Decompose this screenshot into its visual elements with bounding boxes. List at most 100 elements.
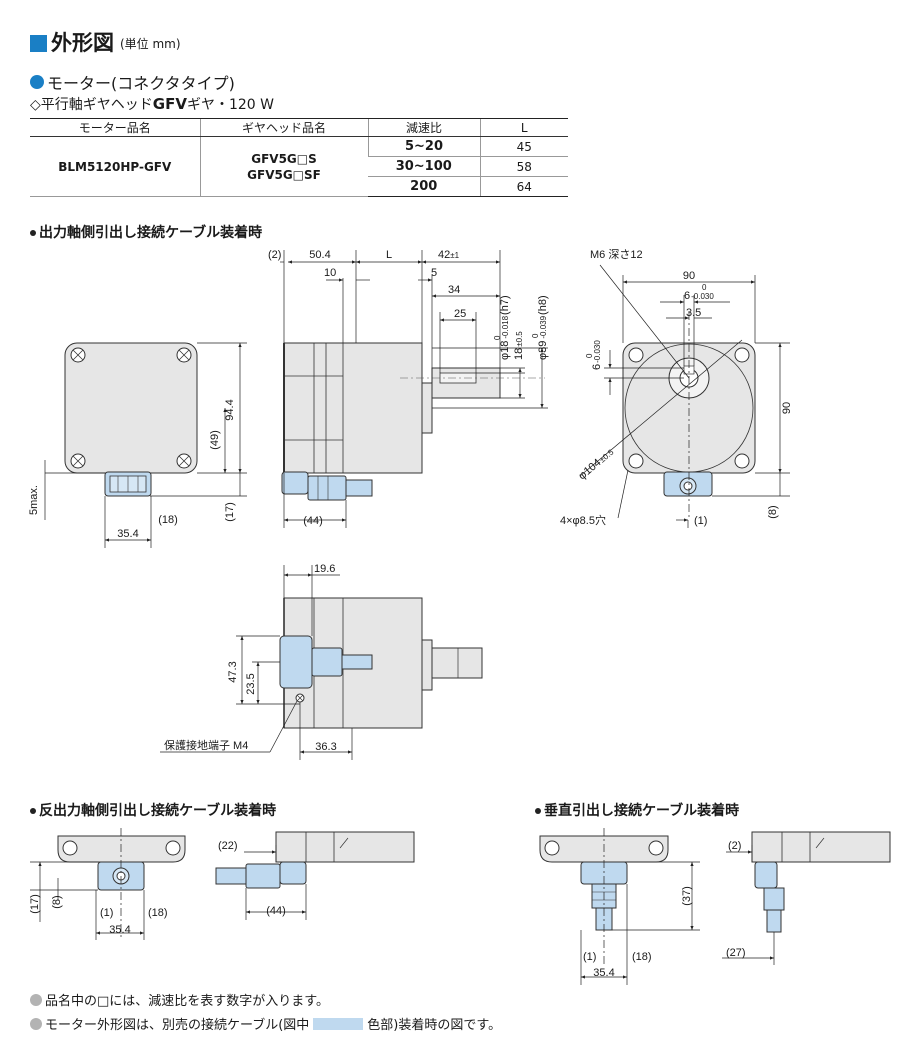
dim-phi104-group: φ104±0.5 bbox=[576, 446, 616, 483]
bullet-icon bbox=[30, 808, 36, 814]
dim-90-top: 90 bbox=[683, 270, 695, 282]
dim-50-4: 50.4 bbox=[309, 249, 330, 261]
dim-5: 5 bbox=[431, 267, 437, 279]
header-l: L bbox=[479, 118, 568, 137]
cable-icon bbox=[281, 471, 373, 501]
connector-icon bbox=[663, 471, 713, 497]
spec-table: モーター品名 ギヤヘッド品名 減速比 L BLM5120HP-GFV GFV5G… bbox=[30, 118, 568, 197]
header-ratio: 減速比 bbox=[367, 118, 480, 137]
section-reverse-side: 反出力軸側引出し接続ケーブル装着時 bbox=[30, 800, 276, 820]
dim-23-5: 23.5 bbox=[245, 673, 257, 694]
dim-18-value: 18 bbox=[513, 348, 525, 360]
side-view: (2) 50.4 L 42±1 10 5 34 25 φ18-0.018(h7)… bbox=[268, 249, 549, 528]
section-vertical-label: 垂直引出し接続ケーブル装着時 bbox=[544, 803, 740, 819]
dim-47-3: 47.3 bbox=[227, 661, 239, 682]
dim-18-tol-text: 18±0.5 bbox=[513, 331, 525, 360]
section-output-side: 出力軸側引出し接続ケーブル装着時 bbox=[30, 222, 262, 242]
flange-view: M6 深さ12 90 6-0.030 0 3.5 6-0.030 0 90 φ1… bbox=[560, 248, 793, 528]
dim-phi39-zero: 0 bbox=[531, 333, 540, 338]
vertical-front-view: (37) (1) (18) 35.4 bbox=[539, 828, 700, 985]
ground-terminal-icon bbox=[295, 693, 305, 703]
gray-dot-icon bbox=[30, 1017, 42, 1030]
bullet-icon bbox=[30, 230, 36, 236]
dim-22: (22) bbox=[218, 840, 238, 852]
header-motor: モーター品名 bbox=[30, 118, 200, 137]
dim-3-5: 3.5 bbox=[686, 307, 701, 319]
table-row: BLM5120HP-GFV GFV5G□S GFV5G□SF 5~20 45 bbox=[30, 136, 568, 197]
dim-1-vert: (1) bbox=[583, 951, 596, 963]
cable-color-swatch bbox=[313, 1017, 364, 1030]
dim-18-group: 18±0.5 bbox=[513, 331, 525, 360]
dim-17: (17) bbox=[224, 502, 236, 522]
gearhead-model-2: GFV5G□SF bbox=[247, 167, 321, 182]
dim-35-4-vert: 35.4 bbox=[593, 967, 614, 979]
dim-2-vert: (2) bbox=[728, 840, 741, 852]
dim-36-3: 36.3 bbox=[315, 741, 336, 753]
dim-5max: 5max. bbox=[28, 485, 40, 515]
dim-6-side-tol: -0.030 bbox=[593, 340, 602, 363]
dim-35-4: 35.4 bbox=[117, 528, 138, 540]
dim-l: L bbox=[386, 249, 392, 261]
note-2-text-b: 色部)装着時の図です。 bbox=[367, 1018, 502, 1033]
table-row: 30~100 58 bbox=[30, 156, 568, 177]
note-2-text-a: モーター外形図は、別売の接続ケーブル(図中 bbox=[45, 1018, 310, 1033]
dim-44: (44) bbox=[303, 515, 323, 527]
motor-type-label: モーター(コネクタタイプ) bbox=[47, 74, 235, 93]
dim-35-4-rev: 35.4 bbox=[109, 924, 130, 936]
gearhead-bold: GFV bbox=[152, 95, 187, 113]
dim-6-side: 6-0.030 bbox=[591, 340, 603, 370]
dim-27: (27) bbox=[726, 947, 746, 959]
section-output-side-label: 出力軸側引出し接続ケーブル装着時 bbox=[39, 225, 263, 241]
dim-phi104-tol: ±0.5 bbox=[598, 447, 616, 464]
dim-phi18: φ18-0.018(h7) bbox=[499, 295, 511, 360]
l-cell: 64 bbox=[479, 176, 568, 197]
title-block: 外形図 (単位 mm) bbox=[30, 30, 181, 56]
header-gearhead: ギヤヘッド品名 bbox=[199, 118, 368, 137]
cable-icon bbox=[754, 861, 785, 933]
dim-6-value: 6 bbox=[684, 290, 690, 302]
gearhead-model-1: GFV5G□S bbox=[251, 151, 317, 166]
dim-25: 25 bbox=[454, 308, 466, 320]
dim-phi18-zero: 0 bbox=[493, 335, 502, 340]
reverse-side-view: (22) (44) bbox=[215, 831, 415, 920]
dim-18-rev: (18) bbox=[148, 907, 168, 919]
dim-6-side-value: 6 bbox=[591, 364, 603, 370]
gearhead-heading: ◇平行軸ギヤヘッドGFVギヤ・120 W bbox=[30, 94, 274, 114]
dim-44-rev: (44) bbox=[266, 905, 286, 917]
dim-6-tol: -0.030 bbox=[691, 292, 714, 301]
dim-1: (1) bbox=[694, 515, 707, 527]
dim-6-side-zero: 0 bbox=[585, 353, 594, 358]
note-2: モーター外形図は、別売の接続ケーブル(図中 色部)装着時の図です。 bbox=[30, 1014, 501, 1033]
dim-phi18-fit: (h7) bbox=[499, 295, 511, 315]
dim-6-zero: 0 bbox=[702, 283, 707, 292]
dim-17-rev: (17) bbox=[29, 894, 41, 914]
dim-90-side: 90 bbox=[781, 402, 793, 414]
dim-8-rev: (8) bbox=[51, 895, 63, 908]
reverse-front-view: (17) (8) (1) (18) 35.4 bbox=[29, 828, 186, 940]
gray-dot-icon bbox=[30, 993, 42, 1006]
dim-94-4: 94.4 bbox=[224, 399, 236, 420]
l-cell: 58 bbox=[479, 156, 568, 177]
dim-6-top: 6-0.030 bbox=[684, 290, 714, 302]
dim-phi39: φ39-0.039(h8) bbox=[537, 295, 549, 360]
note-1-text: 品名中の□には、減速比を表す数字が入ります。 bbox=[45, 994, 329, 1009]
dim-phi18-value: φ18 bbox=[499, 341, 511, 360]
dim-2: (2) bbox=[268, 249, 281, 261]
gearhead-prefix: ◇平行軸ギヤヘッド bbox=[30, 97, 153, 113]
dim-19-6: 19.6 bbox=[314, 563, 335, 575]
ratio-cell: 30~100 bbox=[368, 156, 480, 177]
note-1: 品名中の□には、減速比を表す数字が入ります。 bbox=[30, 990, 329, 1009]
section-reverse-side-label: 反出力軸側引出し接続ケーブル装着時 bbox=[39, 803, 277, 819]
dim-m6: M6 深さ12 bbox=[590, 248, 643, 261]
front-view: 94.4 (49) 5max. (17) (18) 35.4 bbox=[28, 342, 247, 548]
bullet-icon bbox=[535, 808, 541, 814]
dim-37: (37) bbox=[681, 886, 693, 906]
ground-terminal-label: 保護接地端子 M4 bbox=[164, 738, 248, 752]
dim-10: 10 bbox=[324, 267, 336, 279]
gearhead-suffix: ギヤ・120 W bbox=[186, 97, 274, 113]
l-cell: 45 bbox=[479, 136, 568, 157]
dim-18-tol: ±0.5 bbox=[515, 331, 524, 347]
dim-phi39-tol: -0.039 bbox=[539, 315, 548, 338]
dim-phi104: φ104±0.5 bbox=[576, 446, 616, 483]
